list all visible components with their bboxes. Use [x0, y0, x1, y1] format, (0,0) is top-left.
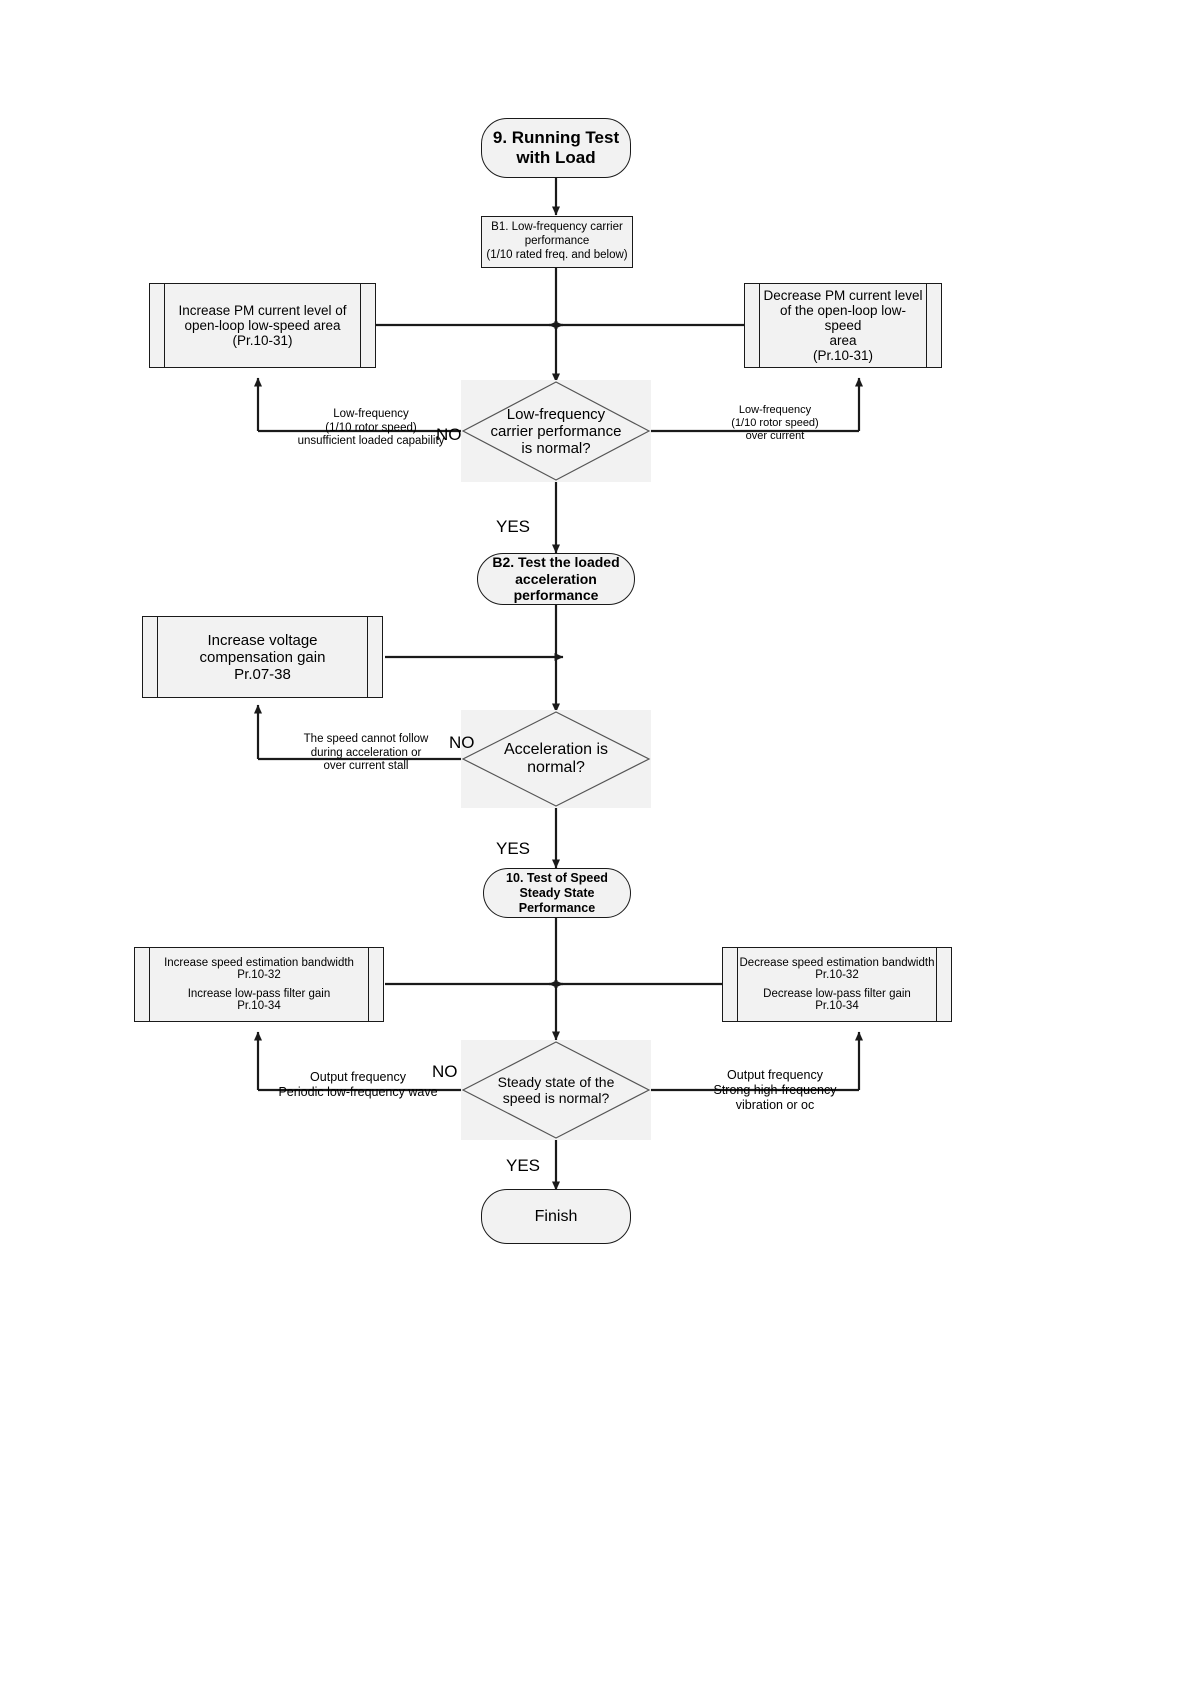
label-d1-no: NO [436, 425, 462, 444]
node-decbw-line4: Pr.10-34 [815, 1000, 859, 1012]
node-decpm-line4: (Pr.10-31) [812, 348, 874, 363]
node-finish[interactable]: Finish [481, 1189, 631, 1244]
label-d1-yes: YES [496, 517, 531, 536]
label-d1-left-line1: Low-frequency [333, 408, 409, 420]
label-d3-right-line2: Strong high-frequency [713, 1082, 837, 1097]
decision3-line2: speed is normal? [502, 1090, 610, 1106]
label-d1-right-line2: (1/10 rotor speed) [731, 416, 819, 429]
diamond-outline [461, 381, 651, 481]
node-b2-loaded-acceleration[interactable]: B2. Test the loaded acceleration perform… [477, 553, 635, 605]
label-d2-yes: YES [496, 839, 531, 858]
pred-bar-left [759, 284, 760, 367]
label-d2-left-line3: over current stall [323, 760, 409, 773]
pred-bar-left [164, 284, 165, 367]
node-incvolt-line2: compensation gain [199, 648, 326, 666]
label-d3-right-condition: Output frequency Strong high-frequency v… [680, 1068, 870, 1112]
node-b2-line3: performance [513, 587, 599, 604]
node-decpm-line1: Decrease PM current level [763, 288, 923, 303]
node-decrease-pm-current[interactable]: Decrease PM current level of the open-lo… [744, 283, 942, 368]
node-decpm-line3: area [829, 333, 857, 348]
node-incbw-line1: Increase speed estimation bandwidth [164, 957, 354, 969]
decision2-line1: Acceleration is [503, 741, 609, 758]
label-d1-right-condition: Low-frequency (1/10 rotor speed) over cu… [690, 404, 860, 443]
node-incbw-line3: Increase low-pass filter gain [187, 988, 331, 1000]
node-b1-line2: performance [524, 235, 590, 248]
node-incbw-line4: Pr.10-34 [237, 1000, 281, 1012]
node-decrease-speed-est-bandwidth[interactable]: Decrease speed estimation bandwidth Pr.1… [722, 947, 952, 1022]
pred-bar-right [360, 284, 361, 367]
decision3-line1: Steady state of the [497, 1074, 615, 1090]
label-d3-left-line2: Periodic low-frequency wave [278, 1084, 438, 1099]
node-b2-line2: acceleration [515, 570, 597, 587]
node-increase-voltage-comp-gain[interactable]: Increase voltage compensation gain Pr.07… [142, 616, 383, 698]
node-b1-lowfreq-carrier[interactable]: B1. Low-frequency carrier performance (1… [481, 216, 633, 268]
node-increase-pm-current[interactable]: Increase PM current level of open-loop l… [149, 283, 376, 368]
node-start-line2: with Load [516, 148, 596, 167]
label-d3-no: NO [432, 1062, 458, 1081]
node-start-running-test[interactable]: 9. Running Test with Load [481, 118, 631, 178]
node-incvolt-line3: Pr.07-38 [234, 665, 291, 683]
node-finish-label: Finish [534, 1207, 578, 1225]
label-d1-left-line3: unsufficient loaded capability [297, 435, 445, 448]
decision1-line2: carrier performance [490, 422, 622, 440]
decision-steady-state-normal[interactable]: Steady state of the speed is normal? [461, 1040, 651, 1140]
label-d3-left-line1: Output frequency [310, 1070, 406, 1084]
pred-bar-right [926, 284, 927, 367]
decision1-line1: Low-frequency [506, 405, 606, 423]
node-incpm-line2: open-loop low-speed area [184, 318, 341, 333]
node-start-line1: 9. Running Test [492, 127, 620, 147]
diamond-outline [461, 1041, 651, 1139]
label-d3-yes: YES [506, 1156, 541, 1175]
label-d2-left-line2: during acceleration or [310, 746, 422, 759]
decision-lowfreq-carrier-normal[interactable]: Low-frequency carrier performance is nor… [461, 380, 651, 482]
label-d1-right-line3: over current [745, 429, 805, 442]
label-d1-left-condition: Low-frequency (1/10 rotor speed) unsuffi… [276, 408, 466, 449]
node-step10-line1: 10. Test of Speed [506, 870, 608, 885]
pred-bar-left [737, 948, 738, 1021]
decision-acceleration-normal[interactable]: Acceleration is normal? [461, 710, 651, 808]
decision1-line3: is normal? [521, 439, 591, 457]
node-b2-line1: B2. Test the loaded [492, 553, 620, 570]
node-incvolt-line1: Increase voltage [207, 631, 318, 649]
node-step10-line3: Performance [518, 900, 596, 915]
node-incpm-line3: (Pr.10-31) [232, 333, 293, 348]
label-d2-left-line1: The speed cannot follow [303, 733, 429, 745]
label-d3-right-line3: vibration or oc [735, 1097, 815, 1112]
pred-bar-right [367, 617, 368, 697]
node-incpm-line1: Increase PM current level of [178, 303, 347, 318]
node-decbw-line3: Decrease low-pass filter gain [763, 988, 911, 1000]
label-d2-no: NO [449, 733, 475, 752]
pred-bar-right [368, 948, 369, 1021]
label-d3-left-condition: Output frequency Periodic low-frequency … [258, 1070, 458, 1100]
node-incbw-line2: Pr.10-32 [237, 969, 281, 981]
decision2-line2: normal? [527, 759, 585, 776]
node-step10-speed-steady-state[interactable]: 10. Test of Speed Steady State Performan… [483, 868, 631, 918]
label-d3-right-line1: Output frequency [727, 1068, 823, 1082]
node-b1-line3: (1/10 rated freq. and below) [486, 248, 628, 261]
pred-bar-left [149, 948, 150, 1021]
pred-bar-left [157, 617, 158, 697]
label-d1-left-line2: (1/10 rotor speed) [325, 421, 417, 434]
label-d1-right-line1: Low-frequency [738, 404, 812, 416]
node-step10-line2: Steady State [519, 885, 595, 900]
node-b1-line1: B1. Low-frequency carrier [491, 221, 623, 234]
node-decpm-line2: of the open-loop low-speed [779, 303, 907, 333]
pred-bar-right [936, 948, 937, 1021]
node-decbw-line2: Pr.10-32 [815, 969, 859, 981]
node-decbw-line1: Decrease speed estimation bandwidth [739, 957, 935, 969]
node-increase-speed-est-bandwidth[interactable]: Increase speed estimation bandwidth Pr.1… [134, 947, 384, 1022]
diamond-outline [461, 711, 651, 807]
label-d2-left-condition: The speed cannot follow during accelerat… [277, 733, 455, 774]
